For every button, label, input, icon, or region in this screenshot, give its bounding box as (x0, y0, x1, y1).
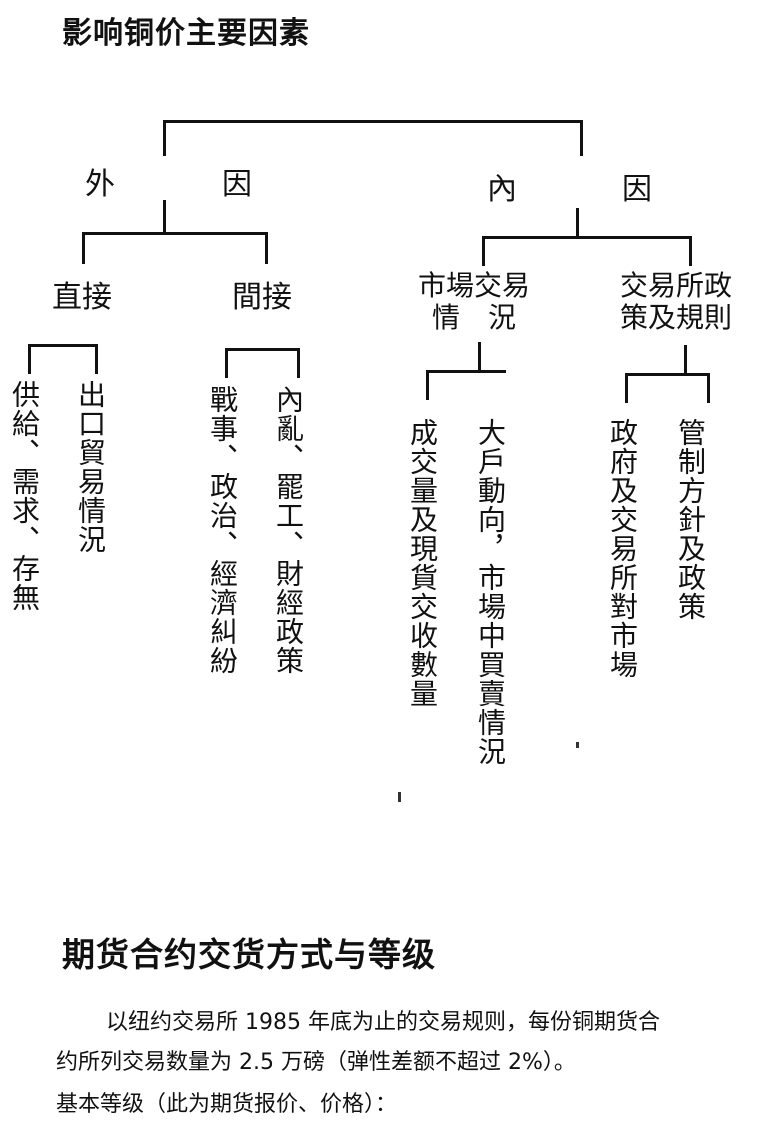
internal-factor-char-2: 因 (622, 172, 652, 207)
leaf-export-trade: 出口貿易情況 (74, 380, 107, 554)
market-conditions-label: 市場交易 情 況 (418, 269, 531, 335)
direct-bracket-line (28, 344, 98, 347)
paragraph-line-1: 以纽约交易所 1985 年底为止的交易规则，每份铜期货合 (106, 1010, 660, 1035)
external-stem (163, 200, 166, 234)
internal-bracket-right-leg (689, 236, 692, 266)
leaf-big-player-trading: 大戶動向，市場中買賣情況 (474, 418, 507, 766)
market-conditions-line-2: 情 況 (432, 301, 517, 335)
paragraph-line-2: 约所列交易数量为 2.5 万磅（弹性差额不超过 2%）。 (56, 1050, 576, 1075)
exchange-policy-line-2: 策及規則 (620, 301, 733, 335)
scan-speck (398, 792, 401, 802)
leaf-volume-delivery: 成交量及現貨交收數量 (406, 418, 439, 708)
internal-stem (576, 208, 579, 238)
external-factor-char-1: 外 (85, 167, 115, 202)
scan-speck (576, 742, 579, 748)
external-bracket-left-leg (82, 232, 85, 264)
diagram-title: 影响铜价主要因素 (62, 16, 310, 51)
indirect-bracket-right-leg (297, 348, 300, 378)
leaf-control-policy: 管制方針及政策 (674, 418, 707, 621)
policy-bracket-line (625, 373, 710, 376)
paragraph-line-3: 基本等级（此为期货报价、价格）： (56, 1092, 398, 1117)
internal-factor-char-1: 內 (487, 172, 517, 207)
policy-stem (684, 345, 687, 375)
direct-bracket-left-leg (28, 344, 31, 374)
market-bracket-left-leg (426, 370, 429, 400)
exchange-policy-label: 交易所政 策及規則 (620, 269, 733, 335)
external-bracket-line (82, 232, 268, 235)
direct-bracket-right-leg (95, 344, 98, 374)
external-bracket-right-leg (265, 232, 268, 264)
leaf-war-politics-economy: 戰事、政治、經濟糾紛 (206, 385, 239, 675)
section-title: 期货合约交货方式与等级 (62, 935, 436, 974)
top-bracket-line (163, 120, 583, 123)
exchange-policy-line-1: 交易所政 (620, 269, 733, 302)
market-conditions-line-1: 市場交易 (418, 269, 531, 302)
indirect-bracket-left-leg (225, 348, 228, 378)
leaf-supply-demand-stock: 供給、需求、存無 (8, 380, 41, 612)
indirect-factors-label: 間接 (232, 280, 292, 315)
market-bracket-line (426, 370, 506, 373)
external-factor-char-2: 因 (222, 167, 252, 202)
leaf-civil-unrest-strikes: 內亂、罷工、財經政策 (272, 385, 305, 675)
direct-factors-label: 直接 (52, 280, 112, 315)
leaf-government-exchange: 政府及交易所對市場 (606, 418, 639, 679)
indirect-bracket-line (225, 348, 300, 351)
top-bracket-right-leg (580, 120, 583, 156)
top-bracket-left-leg (163, 120, 166, 156)
market-stem (478, 342, 481, 372)
policy-bracket-left-leg (625, 373, 628, 403)
internal-bracket-line (482, 236, 692, 239)
internal-bracket-left-leg (482, 236, 485, 266)
policy-bracket-right-leg (707, 373, 710, 403)
